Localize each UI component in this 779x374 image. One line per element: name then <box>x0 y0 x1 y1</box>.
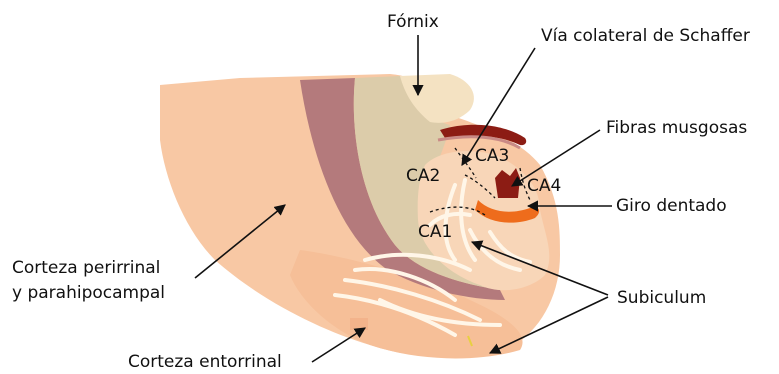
mossy-fibers-label: Fibras musgosas <box>606 118 747 138</box>
ca2-label: CA2 <box>406 166 440 186</box>
perirhinal-label-line1: Corteza perirrinal <box>12 258 160 278</box>
fornix-label: Fórnix <box>387 12 439 32</box>
perirhinal-label-line2: y parahipocampal <box>12 283 165 303</box>
ca1-label: CA1 <box>418 222 452 242</box>
subiculum-label: Subiculum <box>617 288 706 308</box>
entorhinal-label: Corteza entorrinal <box>128 352 282 372</box>
schaffer-label: Vía colateral de Schaffer <box>541 26 750 46</box>
ca4-label: CA4 <box>527 176 561 196</box>
ca3-label: CA3 <box>475 146 509 166</box>
dentate-gyrus-label: Giro dentado <box>616 196 727 216</box>
